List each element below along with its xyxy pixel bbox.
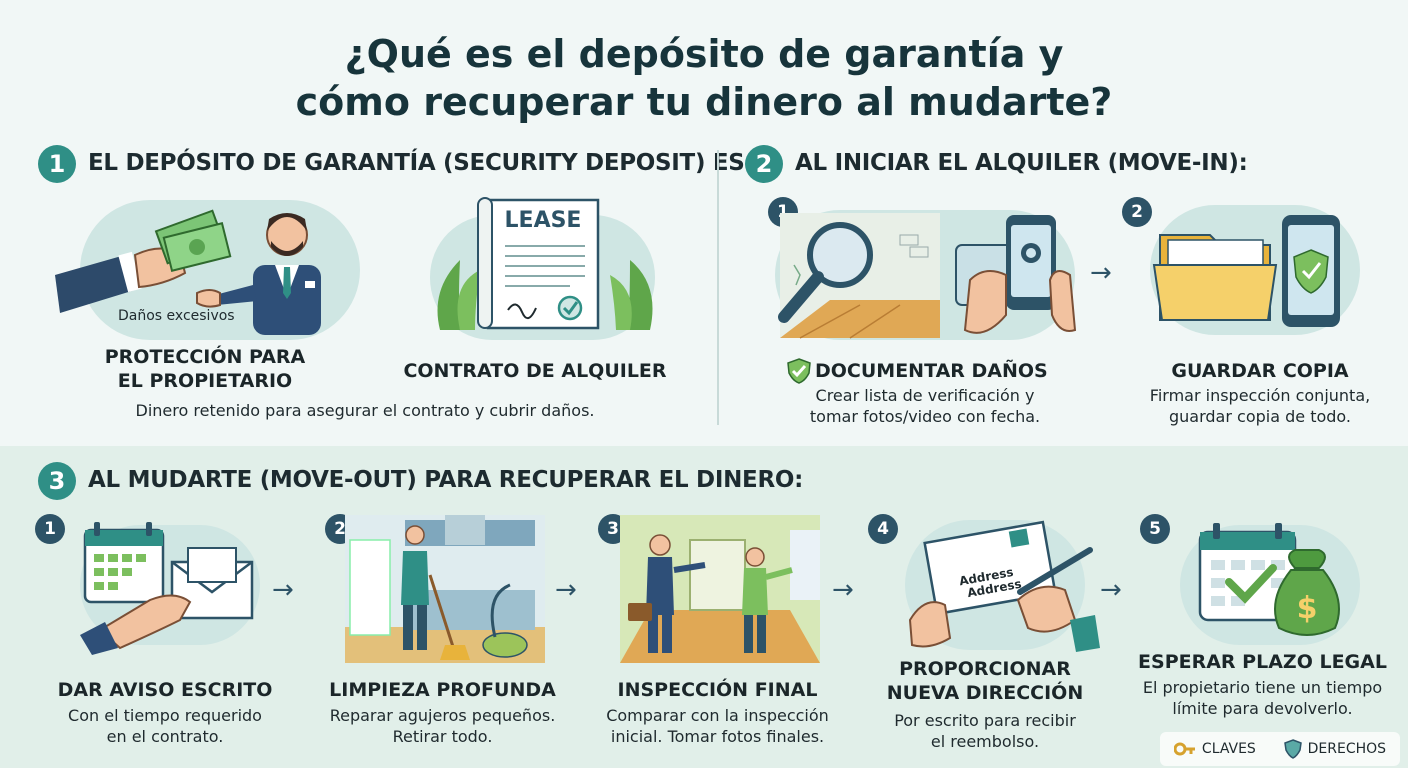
document-damage-desc: Crear lista de verificación y tomar foto…	[775, 385, 1075, 427]
save-copy-desc: Firmar inspección conjunta, guardar copi…	[1115, 385, 1405, 427]
new-address-desc-line-2: el reembolso.	[930, 732, 1040, 751]
new-address-label: PROPORCIONAR NUEVA DIRECCIÓN	[865, 657, 1105, 705]
new-address-desc: Por escrito para recibir el reembolso.	[865, 710, 1105, 752]
written-notice-desc-line-2: en el contrato.	[106, 727, 224, 746]
folder-phone-illustration	[1152, 215, 1340, 327]
arrow-right-icon: →	[1090, 258, 1112, 288]
move-in-step-2-badge: 2	[1122, 197, 1152, 227]
protection-label: PROTECCIÓN PARA EL PROPIETARIO	[95, 345, 315, 393]
move-out-step-4-badge: 4	[868, 514, 898, 544]
written-notice-desc: Con el tiempo requerido en el contrato.	[45, 705, 285, 747]
arrow-right-icon: →	[272, 575, 294, 605]
final-inspection-label: INSPECCIÓN FINAL	[617, 679, 818, 701]
section-3-heading: AL MUDARTE (MOVE-OUT) PARA RECUPERAR EL …	[88, 467, 804, 493]
legal-deadline-desc-line-2: límite para devolverlo.	[1172, 699, 1353, 718]
legend-keys-label: CLAVES	[1201, 741, 1256, 757]
legend-rights-label: DERECHOS	[1307, 741, 1387, 757]
legal-deadline-illustration: $	[1198, 523, 1340, 636]
save-copy-label: GUARDAR COPIA	[1171, 360, 1349, 382]
arrow-right-icon: →	[555, 575, 577, 605]
save-copy-desc-line-1: Firmar inspección conjunta,	[1149, 386, 1371, 405]
deep-cleaning-label: LIMPIEZA PROFUNDA	[329, 679, 556, 701]
section-2-heading: AL INICIAR EL ALQUILER (MOVE-IN):	[795, 150, 1248, 176]
arrow-right-icon: →	[832, 575, 854, 605]
legal-deadline-label: ESPERAR PLAZO LEGAL	[1138, 651, 1387, 673]
document-damage-desc-line-1: Crear lista de verificación y	[815, 386, 1035, 405]
save-copy-desc-line-2: guardar copia de todo.	[1169, 407, 1351, 426]
final-inspection-desc-line-2: inicial. Tomar fotos finales.	[610, 727, 825, 746]
page-title: ¿Qué es el depósito de garantía y cómo r…	[0, 30, 1408, 126]
document-damage-illustration	[778, 213, 1077, 339]
lease-doc-label: LEASE	[504, 208, 582, 233]
legal-deadline-desc-line-1: El propietario tiene un tiempo	[1142, 678, 1383, 697]
check-shield-icon	[787, 358, 811, 384]
svg-text:$: $	[1297, 591, 1318, 626]
landlord-money-illustration	[55, 209, 321, 335]
new-address-illustration	[908, 520, 1100, 652]
final-inspection-illustration	[620, 515, 820, 663]
section-1-badge: 1	[38, 145, 76, 183]
move-out-step-1-badge: 1	[35, 514, 65, 544]
document-damage-desc-line-2: tomar fotos/video con fecha.	[809, 407, 1041, 426]
move-out-step-5-badge: 5	[1140, 514, 1170, 544]
section-divider	[717, 150, 719, 425]
damage-tag: Daños excesivos	[118, 308, 235, 324]
legend-keys: CLAVES	[1173, 741, 1256, 757]
document-damage-label: DOCUMENTAR DAÑOS	[815, 360, 1048, 382]
title-line-2: cómo recuperar tu dinero al mudarte?	[295, 80, 1113, 124]
arrow-right-icon: →	[1100, 575, 1122, 605]
new-address-label-line-1: PROPORCIONAR	[899, 658, 1071, 680]
legal-deadline-desc: El propietario tiene un tiempo límite pa…	[1125, 677, 1400, 719]
lease-document-illustration	[437, 197, 653, 330]
written-notice-illustration	[80, 522, 254, 655]
new-address-label-line-2: NUEVA DIRECCIÓN	[886, 682, 1084, 704]
deep-cleaning-desc: Reparar agujeros pequeños. Retirar todo.	[315, 705, 570, 747]
legend: CLAVES DERECHOS	[1160, 732, 1400, 766]
final-inspection-desc-line-1: Comparar con la inspección	[606, 706, 829, 725]
protection-label-line-1: PROTECCIÓN PARA	[104, 346, 306, 368]
legend-rights: DERECHOS	[1283, 739, 1387, 759]
section-2-badge: 2	[745, 145, 783, 183]
lease-contract-label: CONTRATO DE ALQUILER	[403, 360, 667, 382]
section-1-description: Dinero retenido para asegurar el contrat…	[135, 401, 595, 420]
deep-cleaning-illustration	[345, 515, 545, 663]
deep-cleaning-desc-line-1: Reparar agujeros pequeños.	[329, 706, 556, 725]
section-1-heading: EL DEPÓSITO DE GARANTÍA (SECURITY DEPOSI…	[88, 150, 754, 176]
shield-icon	[1283, 739, 1302, 759]
deep-cleaning-desc-line-2: Retirar todo.	[392, 727, 493, 746]
title-line-1: ¿Qué es el depósito de garantía y	[344, 32, 1064, 76]
section-3-badge: 3	[38, 462, 76, 500]
key-icon	[1173, 742, 1195, 756]
new-address-desc-line-1: Por escrito para recibir	[894, 711, 1076, 730]
written-notice-label: DAR AVISO ESCRITO	[57, 679, 273, 701]
final-inspection-desc: Comparar con la inspección inicial. Toma…	[590, 705, 845, 747]
protection-label-line-2: EL PROPIETARIO	[117, 370, 293, 392]
written-notice-desc-line-1: Con el tiempo requerido	[68, 706, 262, 725]
